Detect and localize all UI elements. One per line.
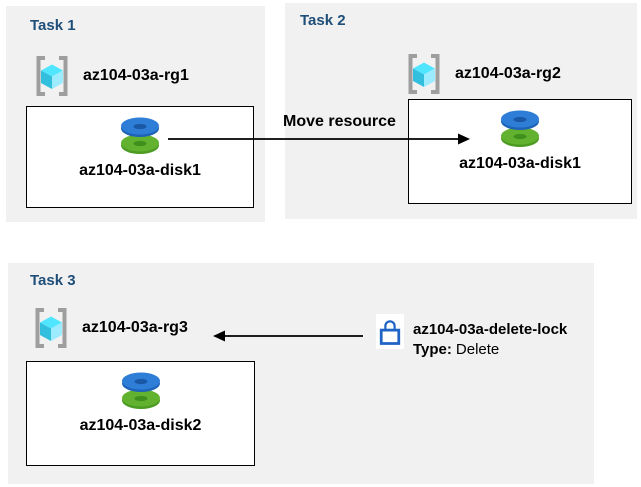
resource-group-icon-svg <box>36 56 68 96</box>
task1-title: Task 1 <box>30 17 76 34</box>
resource-group-name: az104-03a-rg3 <box>82 319 188 336</box>
resource-group-icon <box>405 53 443 95</box>
disk-icon <box>116 115 164 157</box>
disk-icon-svg <box>121 117 159 154</box>
resource-group-icon-svg <box>35 308 67 348</box>
lock-chip <box>376 314 404 349</box>
task1-resource-box: az104-03a-disk1 <box>26 106 254 208</box>
lock-name: az104-03a-delete-lock <box>413 321 568 338</box>
resource-name: az104-03a-disk1 <box>459 155 581 172</box>
disk-icon-svg <box>121 372 160 409</box>
resource-name: az104-03a-disk2 <box>79 417 202 434</box>
task3-title: Task 3 <box>30 272 76 289</box>
disk-icon <box>117 370 165 412</box>
lock-type-label: Type: <box>413 341 452 358</box>
lock-type: Type:Delete <box>413 341 567 358</box>
resource-name: az104-03a-disk1 <box>79 162 201 179</box>
lock-icon-svg <box>379 320 401 345</box>
resource-group-icon-svg <box>408 54 440 94</box>
task3-resource-box: az104-03a-disk2 <box>26 361 255 466</box>
task2-resource-box: az104-03a-disk1 <box>408 99 632 204</box>
disk-icon-svg <box>501 110 539 147</box>
task2-resource-group: az104-03a-rg2 <box>405 53 561 95</box>
lock-type-value: Delete <box>455 341 500 358</box>
disk-icon <box>496 108 544 150</box>
task3-resource-group: az104-03a-rg3 <box>32 307 188 349</box>
lock-icon <box>378 316 402 347</box>
move-resource-label: Move resource <box>283 113 396 130</box>
resource-group-icon <box>32 307 70 349</box>
resource-group-name: az104-03a-rg2 <box>455 65 561 82</box>
lock-label-block: az104-03a-delete-lock Type:Delete <box>413 321 567 358</box>
task1-resource-group: az104-03a-rg1 <box>33 55 189 97</box>
resource-group-icon <box>33 55 71 97</box>
resource-group-name: az104-03a-rg1 <box>83 67 189 84</box>
task2-title: Task 2 <box>300 12 346 29</box>
